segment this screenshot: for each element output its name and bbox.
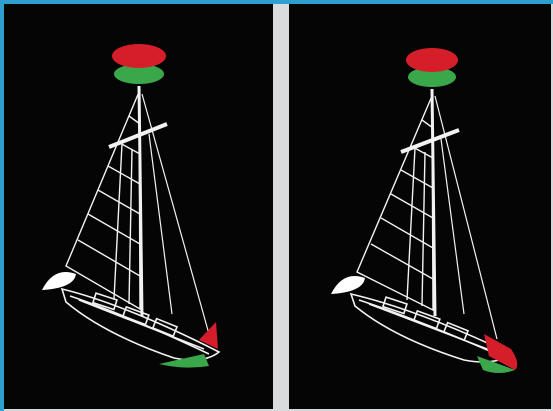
left-red-sidelight [199,322,218,349]
left-jib-sail [66,92,140,309]
left-sailboat-illustration [4,4,273,409]
left-stern-light [42,272,76,290]
right-sailboat-illustration [289,4,551,409]
right-jib-sail [357,96,433,310]
right-masthead-red-light [406,48,458,72]
right-hull [351,294,511,362]
right-stern-light [331,276,365,294]
right-forestay [435,96,497,339]
left-forestay [142,94,209,334]
left-masthead-red-light [112,44,166,68]
left-panel [4,4,273,409]
panel-divider [273,4,289,411]
right-panel [289,4,551,409]
